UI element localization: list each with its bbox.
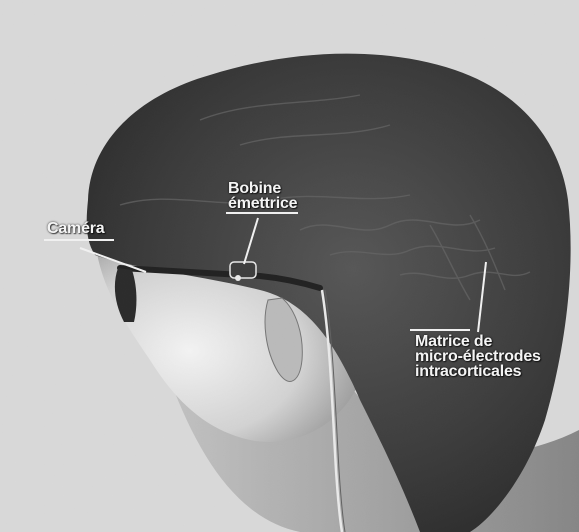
bobine-label-line2: émettrice [228, 196, 297, 211]
matrice-label-line2: micro-électrodes [415, 349, 541, 364]
matrice-label-line3: intracorticales [415, 364, 541, 379]
bobine-label: Bobine émettrice [228, 181, 297, 211]
matrice-label: Matrice de micro-électrodes intracortica… [415, 334, 541, 379]
camera-label-text: Caméra [47, 221, 105, 236]
matrice-label-line1: Matrice de [415, 334, 541, 349]
bobine-label-line1: Bobine [228, 181, 297, 196]
camera-label: Caméra [47, 221, 105, 236]
